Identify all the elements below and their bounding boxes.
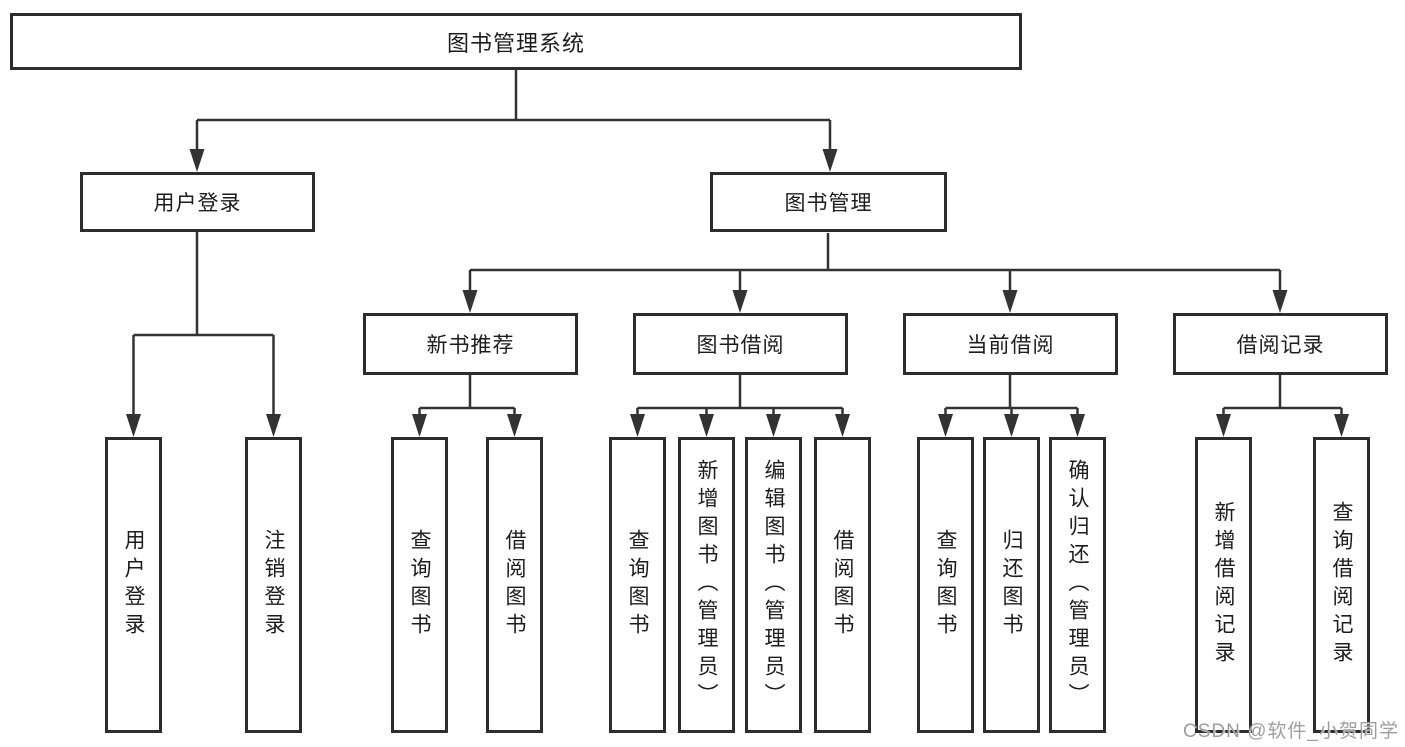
- leaf-query-borrow-record: 查询借阅记录: [1313, 437, 1370, 733]
- leaf-query-books-current: 查询图书: [917, 437, 974, 733]
- arrowhead-icons: [126, 149, 1349, 437]
- leaf-add-borrow-record: 新增借阅记录: [1195, 437, 1252, 733]
- node-new-book-recommend: 新书推荐: [363, 313, 578, 375]
- leaf-borrow-books-recommend: 借阅图书: [486, 437, 543, 733]
- node-library-system: 图书管理系统: [10, 13, 1022, 70]
- node-user-login: 用户登录: [80, 172, 315, 232]
- leaf-query-books-borrow: 查询图书: [609, 437, 666, 733]
- leaf-confirm-return-admin: 确认归还（管理员）: [1049, 437, 1106, 733]
- leaf-query-books-recommend: 查询图书: [391, 437, 448, 733]
- leaf-logout: 注销登录: [245, 437, 302, 733]
- leaf-borrow-book: 借阅图书: [814, 437, 871, 733]
- node-current-borrow: 当前借阅: [903, 313, 1118, 375]
- leaf-user-login: 用户登录: [105, 437, 162, 733]
- csdn-watermark: CSDN @软件_小贺同学: [1183, 721, 1399, 742]
- node-borrow-records: 借阅记录: [1173, 313, 1388, 375]
- leaf-add-book-admin: 新增图书（管理员）: [678, 437, 735, 733]
- node-book-management: 图书管理: [710, 172, 947, 232]
- leaf-edit-book-admin: 编辑图书（管理员）: [745, 437, 802, 733]
- leaf-return-book: 归还图书: [983, 437, 1040, 733]
- node-book-borrow: 图书借阅: [633, 313, 848, 375]
